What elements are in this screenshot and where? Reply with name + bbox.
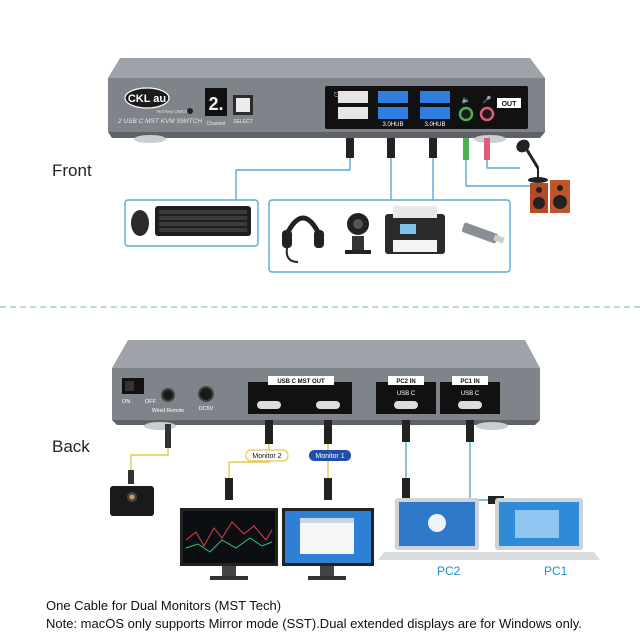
speakers-icon	[530, 180, 570, 213]
pc2-in-label: PC2 IN	[396, 379, 415, 385]
pc2-in-panel	[376, 382, 436, 414]
kvm-back-device: ON OFF Wired Remote DC5V USB C MST OUT P…	[112, 340, 540, 430]
usbc-in-port-pc1	[458, 401, 482, 409]
headset-icon	[283, 215, 323, 238]
hotkey-button	[187, 108, 193, 114]
select-label: SELECT	[233, 119, 252, 125]
pc2-usbc-label: USB C	[397, 391, 416, 397]
laptop-pc2-icon	[378, 498, 498, 560]
svg-text:⎋: ⎋	[334, 91, 340, 99]
usb-drive-icon	[461, 222, 499, 244]
mst-out-label: USB C MST OUT	[277, 379, 325, 385]
usb3-port-2	[378, 107, 408, 119]
select-button	[236, 98, 250, 112]
pc1-usbc-label: USB C	[461, 391, 480, 397]
hub-label-1: 3.0HUB	[382, 122, 403, 128]
mouse-icon	[131, 210, 149, 236]
hotkey-label: Hot Key ON/OFF	[157, 109, 192, 114]
monitor1-tag: Monitor 1	[315, 453, 344, 460]
channel-display	[205, 88, 227, 116]
caption-line-1: One Cable for Dual Monitors (MST Tech)	[46, 598, 282, 613]
usb3-port-4	[420, 107, 450, 119]
on-label: ON	[122, 399, 130, 405]
channel-digit: 2.	[208, 94, 223, 114]
wired-remote-icon	[110, 486, 154, 516]
front-diagram: CKL au 2 USB C MST KVM SWITCH Hot Key ON…	[108, 58, 570, 273]
usb3-port-1	[378, 91, 408, 103]
keyboard-mouse-box	[124, 199, 259, 247]
wired-remote-jack	[161, 388, 175, 402]
out-label: OUT	[502, 101, 518, 108]
caption-line-2: Note: macOS only supports Mirror mode (S…	[46, 616, 582, 631]
mst-out-panel	[248, 382, 352, 414]
hub-label-2: 3.0HUB	[424, 122, 445, 128]
usb-port-white-2	[338, 107, 368, 119]
product-name: 2 USB C MST KVM SWITCH	[117, 118, 202, 125]
mic-jack	[479, 106, 495, 122]
front-cables	[235, 138, 530, 200]
dc-label: DC5V	[199, 406, 214, 412]
peripherals-box	[268, 199, 511, 273]
section-divider	[0, 306, 640, 308]
wired-remote-label: Wired Remote	[152, 408, 184, 414]
brand-logo	[124, 87, 170, 109]
usbc-in-port-pc2	[394, 401, 418, 409]
laptop-pc1-icon	[478, 498, 600, 560]
back-cables	[128, 420, 504, 504]
back-label: Back	[52, 437, 90, 456]
pc1-in-panel	[440, 382, 500, 414]
usb-port-white-1	[338, 91, 368, 103]
pc1-in-label: PC1 IN	[460, 379, 479, 385]
kvm-front-device: CKL au 2 USB C MST KVM SWITCH Hot Key ON…	[108, 58, 545, 143]
monitor2-tag: Monitor 2	[252, 453, 281, 460]
brand-text: CKL au	[128, 93, 166, 105]
monitor1-icon	[282, 508, 374, 580]
usbc-out-port-2	[257, 401, 281, 409]
pc2-label: PC2	[437, 564, 461, 578]
dc-jack	[198, 386, 214, 402]
off-label: OFF	[145, 399, 157, 405]
svg-text:🎤: 🎤	[483, 95, 492, 104]
headphone-jack	[458, 106, 474, 122]
channel-label: Channel	[207, 121, 226, 127]
pc1-label: PC1	[544, 564, 568, 578]
back-diagram: ON OFF Wired Remote DC5V USB C MST OUT P…	[110, 340, 600, 580]
usbc-out-port-1	[316, 401, 340, 409]
front-label: Front	[52, 161, 92, 180]
usb3-port-3	[420, 91, 450, 103]
svg-text:🔈: 🔈	[462, 96, 471, 104]
monitor-labels: Monitor 2 Monitor 1	[245, 449, 351, 462]
monitor2-icon	[180, 508, 278, 580]
microphone-icon	[516, 139, 548, 183]
